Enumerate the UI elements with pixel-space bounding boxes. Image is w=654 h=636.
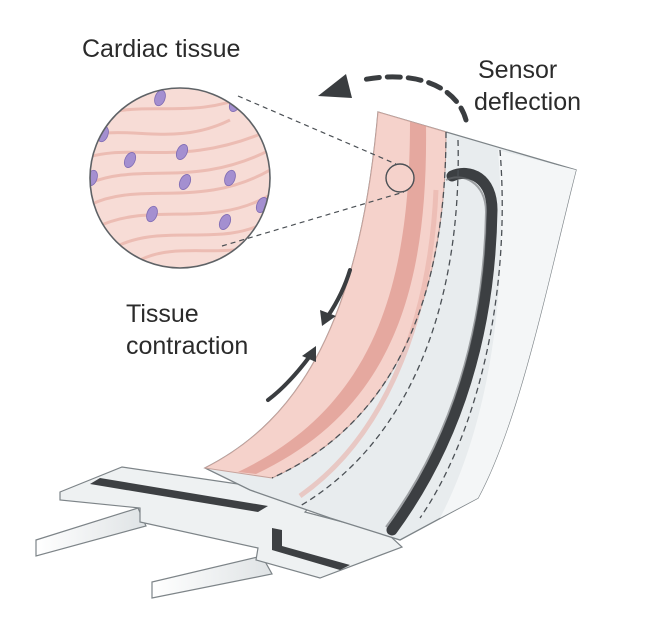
contraction-arrow-up-icon bbox=[266, 346, 316, 402]
tissue-label-line2: contraction bbox=[126, 332, 248, 360]
dashed-deflection-arrow-icon bbox=[318, 74, 469, 123]
cardiac-tissue-label: Cardiac tissue bbox=[82, 35, 240, 63]
cardiac-tissue-magnified bbox=[89, 87, 271, 269]
sensor-label-line1: Sensor bbox=[478, 56, 557, 84]
dashed-boundaries bbox=[271, 131, 503, 519]
tissue-label-line1: Tissue bbox=[126, 300, 199, 328]
electrode-lead-lower bbox=[151, 555, 273, 599]
electrode-lead-upper bbox=[35, 507, 147, 557]
contraction-arrow-down-icon bbox=[320, 268, 352, 326]
zoom-indicator bbox=[221, 95, 415, 247]
sensor-label-line2: deflection bbox=[474, 88, 581, 116]
electrode-trace bbox=[385, 167, 498, 536]
